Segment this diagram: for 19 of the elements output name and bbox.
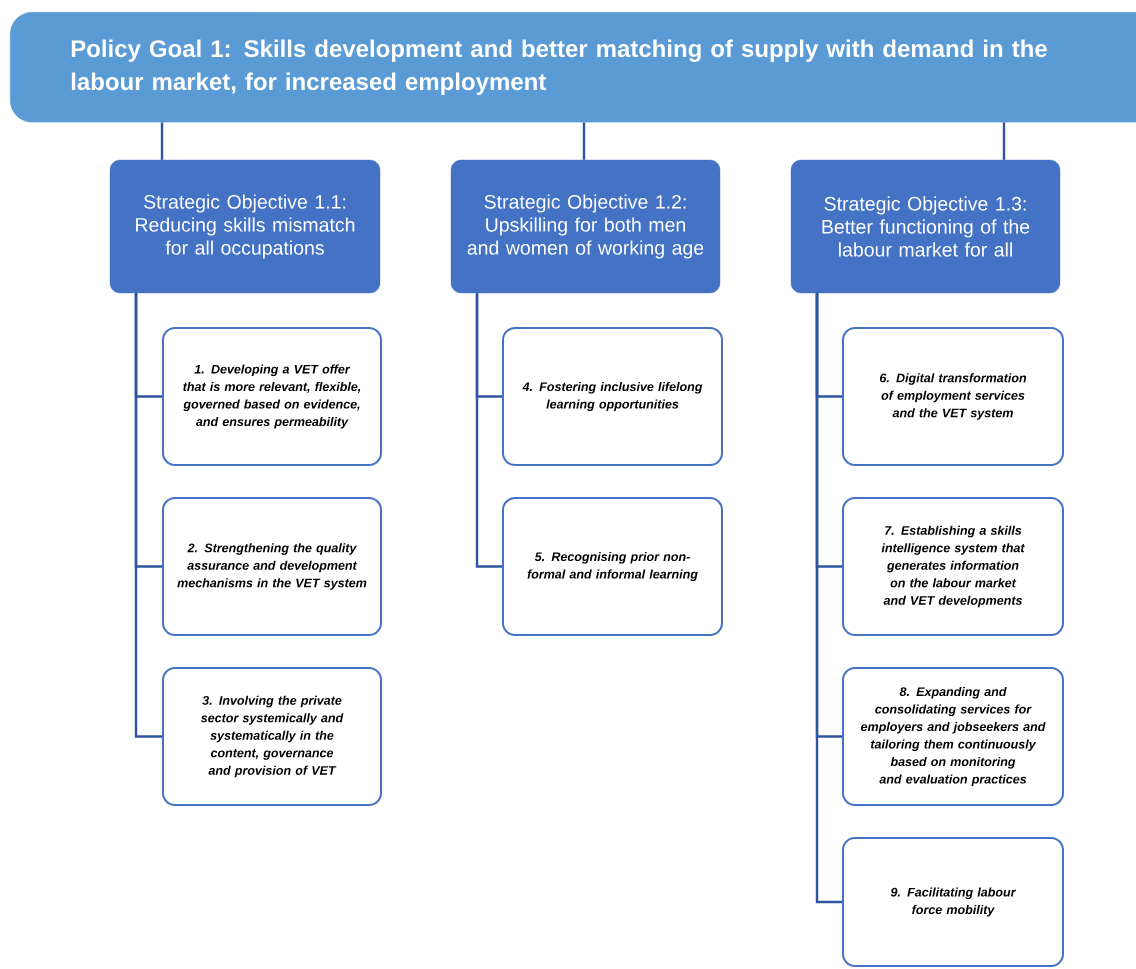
objective-box: Strategic Objective 1.2: Upskilling for both men and women of working age [450, 159, 721, 294]
objective-box: Strategic Objective 1.3: Better functioning of the labour market for all [790, 159, 1061, 294]
action-box: 3. Involving the private sector systemically and systematically in the content, governance and provision of VET [162, 667, 382, 806]
connector-line [815, 293, 842, 904]
action-box: 8. Expanding and consolidating services for employers and jobseekers and tailoring them continuously based on monitoring and evaluation practices [842, 667, 1064, 806]
objective-box: Strategic Objective 1.1: Reducing skills mismatch for all occupations [109, 159, 381, 294]
action-box: 7. Establishing a skills intelligence system that generates information on the labour market and VET developments [842, 497, 1064, 636]
action-box: 1. Developing a VET offer that is more relevant, flexible, governed based on evidence, and ensures permeability [162, 327, 382, 466]
action-box: 6. Digital transformation of employment services and the VET system [842, 327, 1064, 466]
connector-line [160, 122, 164, 160]
goal-banner: Policy Goal 1: Skills development and better matching of supply with demand in the labour market, for increased employment [10, 12, 1136, 123]
action-box: 4. Fostering inclusive lifelong learning opportunities [502, 327, 723, 466]
connector-line [582, 122, 586, 160]
action-box: 2. Strengthening the quality assurance and development mechanisms in the VET system [162, 497, 382, 636]
connector-line [475, 293, 502, 568]
action-box: 5. Recognising prior non-formal and informal learning [502, 497, 723, 636]
action-box: 9. Facilitating labour force mobility [842, 837, 1064, 967]
connector-line [1002, 122, 1006, 160]
connector-line [134, 293, 162, 738]
